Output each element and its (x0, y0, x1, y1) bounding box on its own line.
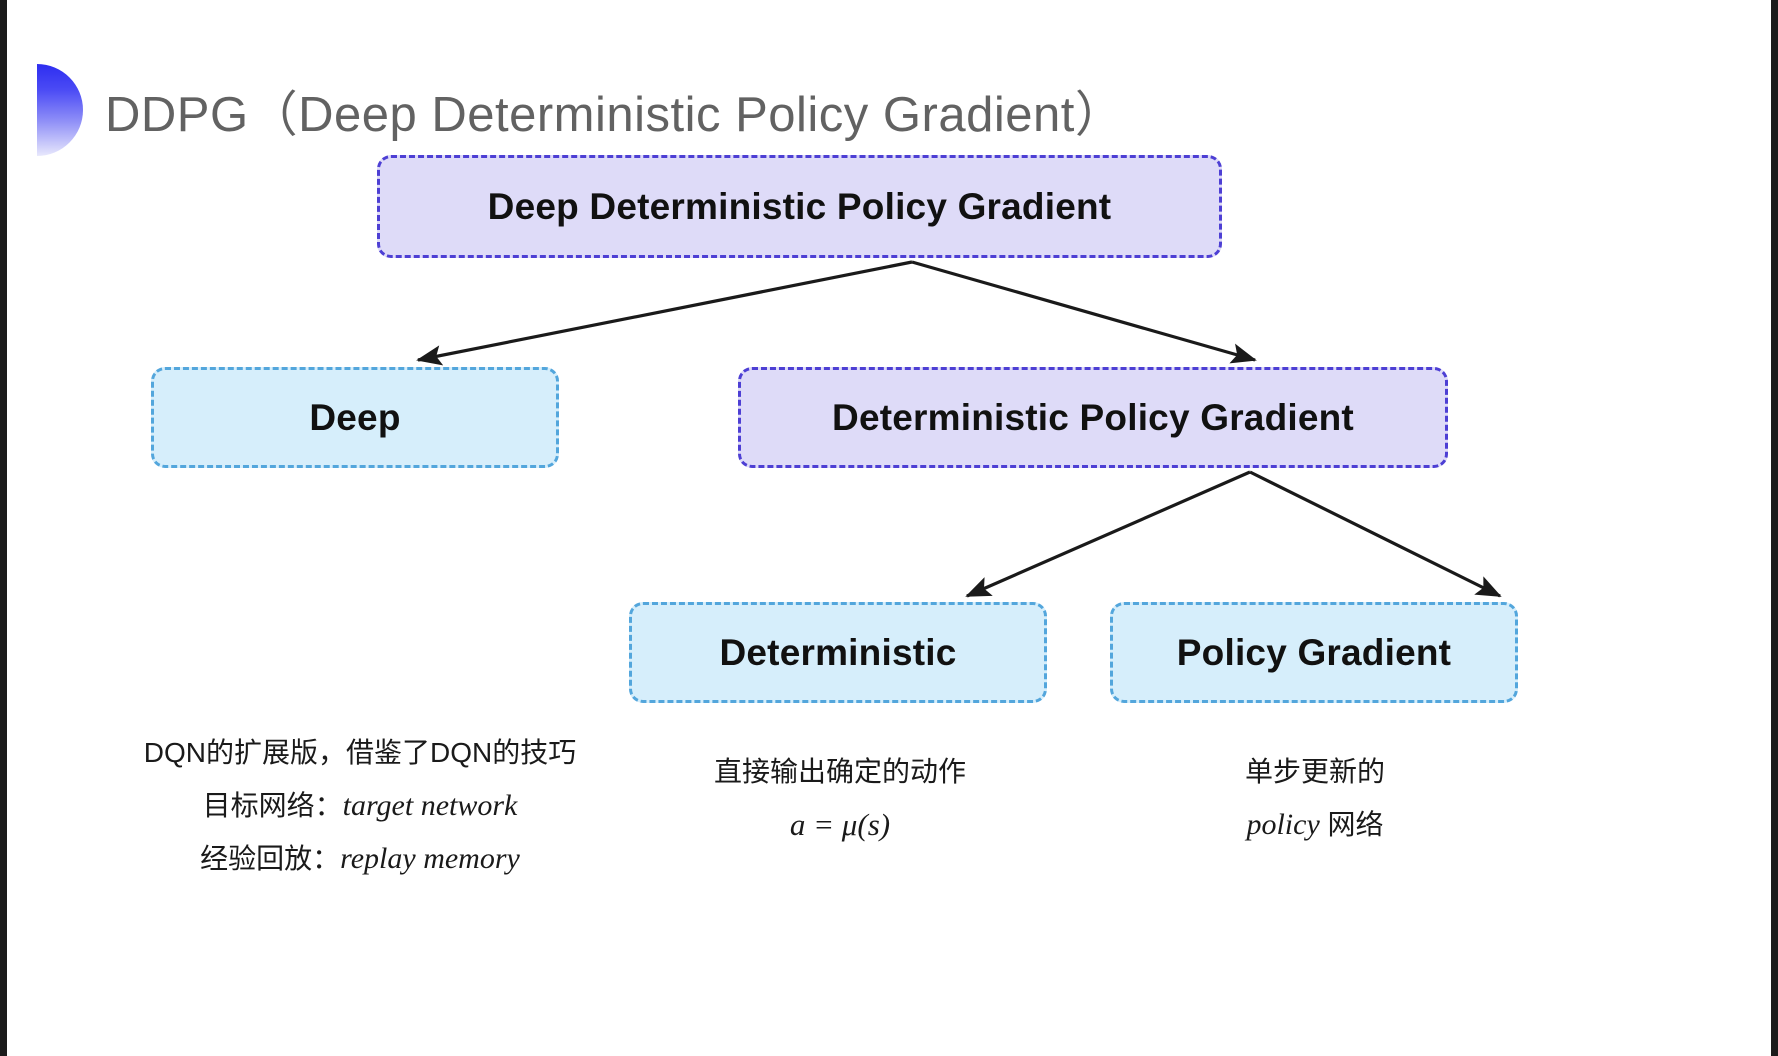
node-deep-deterministic-policy-gradient[interactable]: Deep Deterministic Policy Gradient (377, 155, 1222, 258)
edge-dpg-deterministic (965, 470, 1251, 598)
annotation-deep-line2-italic: target network (342, 789, 518, 822)
annotation-deterministic: 直接输出确定的动作 a = μ(s) (640, 745, 1040, 851)
right-edge-strip (1771, 0, 1778, 1056)
annotation-deterministic-line1: 直接输出确定的动作 (713, 756, 966, 787)
slide-title-bar: DDPG（Deep Deterministic Policy Gradient） (0, 62, 1124, 158)
title-bullet-icon (37, 64, 83, 156)
annotation-deep: DQN的扩展版，借鉴了DQN的技巧 目标网络：target network 经验… (130, 726, 590, 885)
annotation-deterministic-formula: a = μ(s) (789, 807, 891, 842)
annotation-deep-line3: 经验回放：replay memory (130, 832, 590, 885)
annotation-deep-line3-label: 经验回放： (200, 843, 341, 874)
annotation-deep-line2-label: 目标网络： (202, 790, 343, 821)
annotation-deep-line3-italic: replay memory (340, 842, 520, 875)
node-deep[interactable]: Deep (151, 367, 559, 468)
node-deterministic-policy-gradient[interactable]: Deterministic Policy Gradient (738, 367, 1448, 468)
edge-root-deep (416, 260, 913, 366)
annotation-policy-gradient-suffix: 网络 (1319, 809, 1384, 840)
page-title: DDPG（Deep Deterministic Policy Gradient） (105, 87, 1125, 142)
annotation-deep-line1: DQN的扩展版，借鉴了DQN的技巧 (143, 737, 577, 768)
annotation-policy-gradient-italic: policy (1246, 808, 1320, 841)
annotation-deep-line2: 目标网络：target network (130, 779, 590, 832)
left-edge-strip (0, 0, 7, 1056)
edge-dpg-policy-gradient (1249, 470, 1502, 598)
node-policy-gradient[interactable]: Policy Gradient (1110, 602, 1518, 703)
edge-root-dpg (911, 260, 1257, 364)
annotation-policy-gradient-line2: policy 网络 (1120, 798, 1510, 851)
node-deterministic[interactable]: Deterministic (629, 602, 1047, 703)
annotation-policy-gradient: 单步更新的 policy 网络 (1120, 745, 1510, 851)
annotation-policy-gradient-line1: 单步更新的 (1244, 756, 1385, 787)
